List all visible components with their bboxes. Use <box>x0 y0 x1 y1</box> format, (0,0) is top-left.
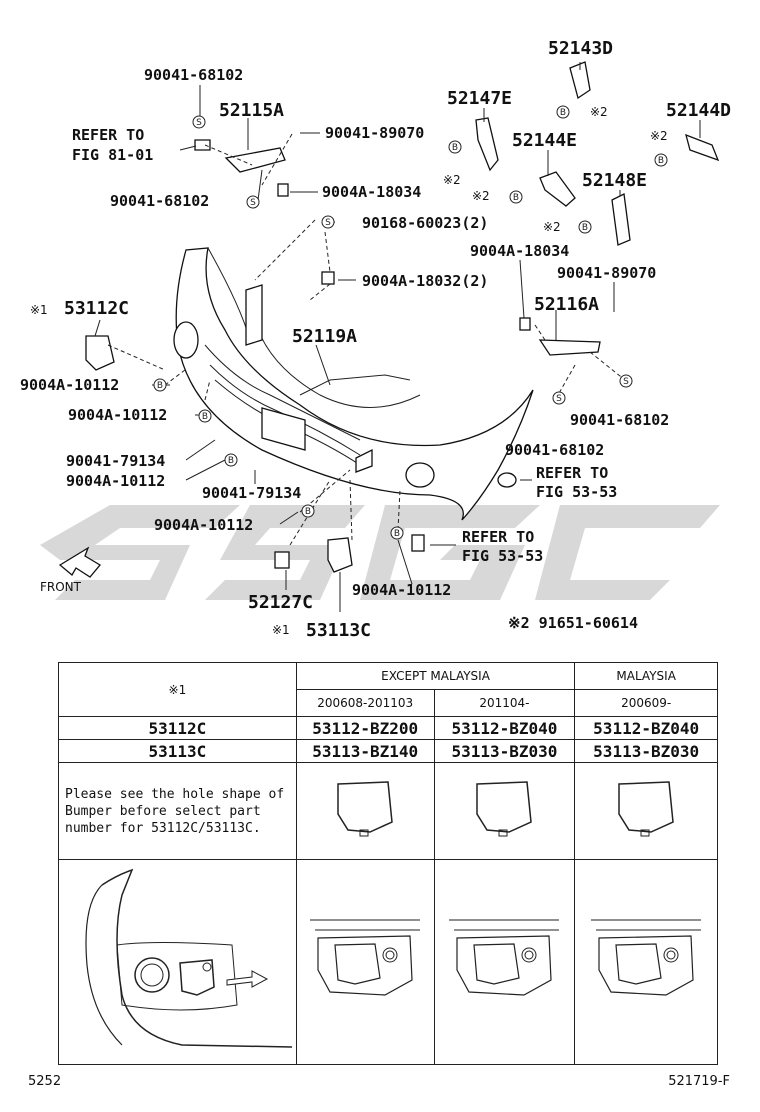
front-arrow <box>58 546 101 578</box>
label-90041-79134-a: 90041-79134 <box>66 452 165 470</box>
label-90041-68102-a: 90041-68102 <box>144 66 243 84</box>
mark-note2-b: ※2 <box>650 129 668 143</box>
header-period-3: 200609- <box>574 689 718 717</box>
bumper-hole-illustration <box>58 859 297 1065</box>
table-corner: ※1 <box>58 662 297 717</box>
refer-label-2a: REFER TO <box>536 464 608 482</box>
footer-page-number: 5252 <box>28 1074 62 1089</box>
label-9004A-10112-b: 9004A-10112 <box>68 406 167 424</box>
label-53112C: 53112C <box>64 298 129 319</box>
label-90041-68102-b: 90041-68102 <box>110 192 209 210</box>
label-9004A-18034-b: 9004A-18034 <box>470 242 569 260</box>
row-part: 53112C <box>58 716 297 740</box>
bracket-52144E <box>539 171 576 207</box>
application-table: ※1 EXCEPT MALAYSIA MALAYSIA 200608-20110… <box>58 662 718 1065</box>
label-90041-89070-a: 90041-89070 <box>325 124 424 142</box>
bracket-52116A <box>538 339 601 356</box>
screw-left <box>194 139 211 151</box>
clip-9004A-18034-a <box>277 183 289 197</box>
clip-9004A-18034-b <box>519 317 531 331</box>
label-52148E: 52148E <box>582 170 647 191</box>
mark-note1-a: ※1 <box>30 303 48 317</box>
cover-image-2 <box>433 762 576 860</box>
label-90041-68102-c: 90041-68102 <box>570 411 669 429</box>
bumper-cover <box>173 247 534 521</box>
hole-shape-image-3 <box>574 859 718 1065</box>
bracket-52148E <box>611 193 631 246</box>
parts-diagram: S B <box>20 38 731 641</box>
refer-label-2b: FIG 53-53 <box>536 483 617 501</box>
label-9004A-10112-d: 9004A-10112 <box>154 516 253 534</box>
hole-shape-image-1 <box>295 859 435 1065</box>
refer-label-1a: REFER TO <box>72 126 144 144</box>
label-53113C: 53113C <box>306 620 371 641</box>
mark-note2-a: ※2 <box>590 105 608 119</box>
front-label: FRONT <box>40 580 82 594</box>
refer-label-1b: FIG 81-01 <box>72 146 153 164</box>
label-52144D: 52144D <box>666 100 731 121</box>
footer-figure-code: 521719-F <box>668 1074 730 1089</box>
cover-53113C <box>327 537 353 573</box>
label-90041-89070-b: 90041-89070 <box>557 264 656 282</box>
label-52143D: 52143D <box>548 38 613 59</box>
label-52115A: 52115A <box>219 100 284 121</box>
refer-label-3b: FIG 53-53 <box>462 547 543 565</box>
note2-part-label: ※2 91651-60614 <box>508 614 638 632</box>
row-value-3: 53112-BZ040 <box>574 716 718 740</box>
row-part: 53113C <box>58 739 297 763</box>
label-90041-68102-d: 90041-68102 <box>505 441 604 459</box>
mark-note2-c: ※2 <box>443 173 461 187</box>
clip-9004A-18032 <box>321 271 335 285</box>
table-row: 53113C 53113-BZ140 53113-BZ030 53113-BZ0… <box>58 739 718 763</box>
part-52127C <box>274 551 290 569</box>
label-90041-79134-b: 90041-79134 <box>202 484 301 502</box>
label-9004A-10112-e: 9004A-10112 <box>352 581 451 599</box>
refer-part-b <box>411 534 425 552</box>
bracket-52147E <box>475 117 499 172</box>
bracket-52144D <box>685 133 720 162</box>
cover-53112C <box>85 335 115 371</box>
header-period-1: 200608-201103 <box>295 689 435 717</box>
bracket-52115A <box>224 147 286 173</box>
cover-image-3 <box>574 762 718 860</box>
refer-part-a <box>497 472 517 488</box>
mark-note2-e: ※2 <box>543 220 561 234</box>
mark-note1-b: ※1 <box>272 623 290 637</box>
row-value-3: 53113-BZ030 <box>574 739 718 763</box>
hole-shape-note: Please see the hole shape of Bumper befo… <box>58 762 297 860</box>
label-9004A-18034-a: 9004A-18034 <box>322 183 421 201</box>
label-52119A: 52119A <box>292 326 357 347</box>
mark-note2-d: ※2 <box>472 189 490 203</box>
header-period-2: 201104- <box>433 689 576 717</box>
label-9004A-10112-a: 9004A-10112 <box>20 376 119 394</box>
label-90168-60023: 90168-60023(2) <box>362 214 488 232</box>
label-9004A-10112-c: 9004A-10112 <box>66 472 165 490</box>
hole-shape-image-2 <box>433 859 576 1065</box>
row-value-1: 53112-BZ200 <box>295 716 435 740</box>
label-52144E: 52144E <box>512 130 577 151</box>
row-value-2: 53112-BZ040 <box>433 716 576 740</box>
row-value-1: 53113-BZ140 <box>295 739 435 763</box>
refer-label-3a: REFER TO <box>462 528 534 546</box>
row-value-2: 53113-BZ030 <box>433 739 576 763</box>
label-52147E: 52147E <box>447 88 512 109</box>
label-9004A-18032: 9004A-18032(2) <box>362 272 488 290</box>
table-row: 53112C 53112-BZ200 53112-BZ040 53112-BZ0… <box>58 716 718 740</box>
label-52127C: 52127C <box>248 592 313 613</box>
header-except-malaysia: EXCEPT MALAYSIA <box>295 662 576 690</box>
cover-image-1 <box>295 762 435 860</box>
label-52116A: 52116A <box>534 294 599 315</box>
part-labels: 52143D 52144D 52147E 52144E 52148E 52115… <box>20 38 731 641</box>
header-malaysia: MALAYSIA <box>574 662 718 690</box>
